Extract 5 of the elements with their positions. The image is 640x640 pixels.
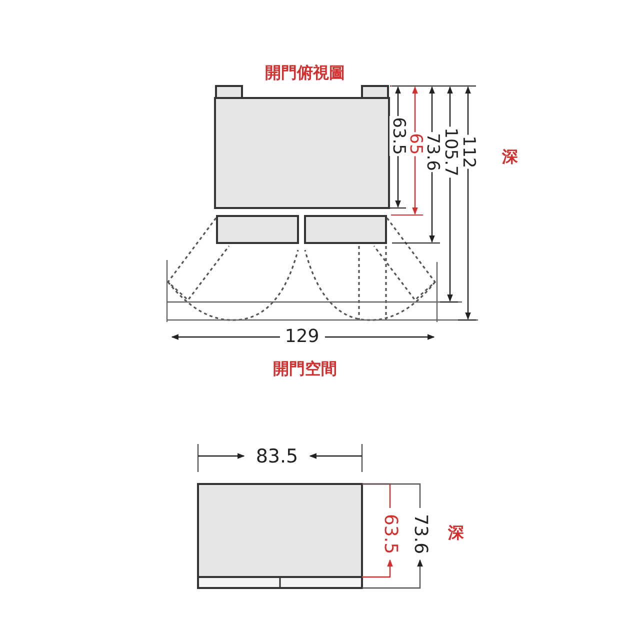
depth-label: 深 [501, 149, 519, 165]
depth-label: 深 [447, 525, 465, 541]
view-title: 開門空間 [272, 361, 338, 377]
view-title: 開門俯視圖 [264, 65, 346, 81]
dimension-value: 63.5 [390, 116, 406, 156]
